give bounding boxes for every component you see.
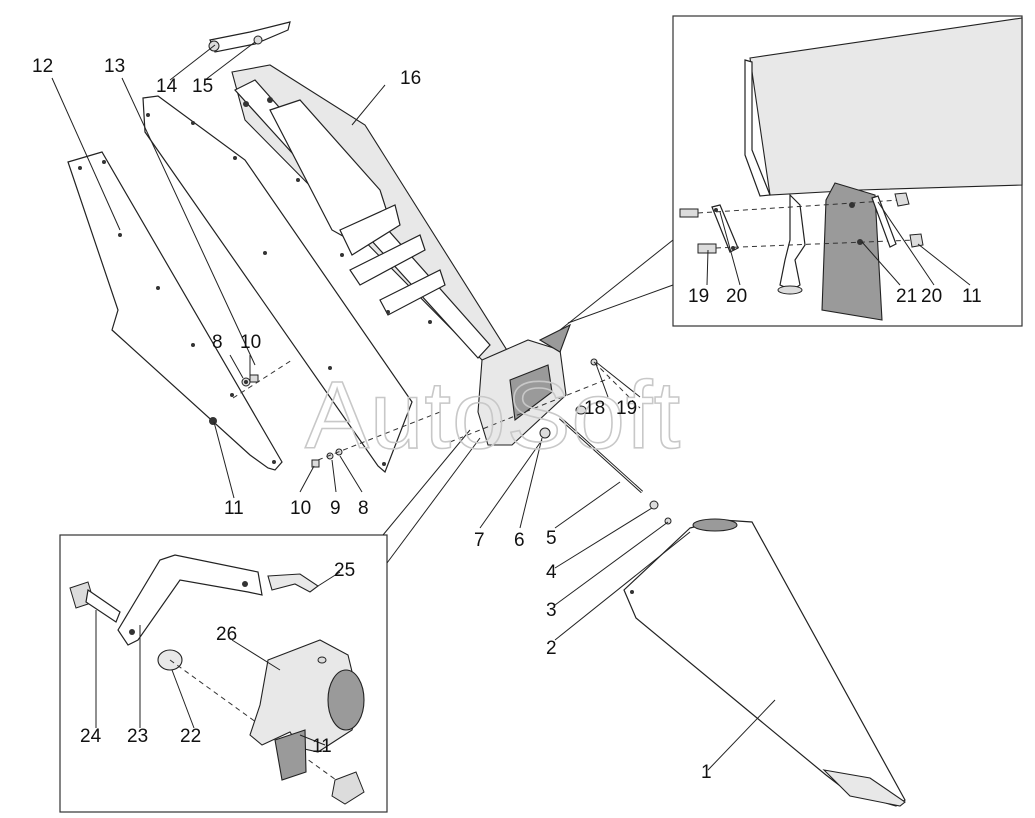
callout-leaders: [51, 41, 971, 771]
callout-10-upper: 10: [240, 332, 261, 353]
callout-15: 15: [192, 76, 213, 97]
side-plate-12: [67, 151, 283, 471]
inset-leader-bottom-2: [386, 437, 481, 564]
callout-19-inset: 19: [688, 286, 709, 307]
side-plate-13: [142, 95, 413, 474]
hardware-8-10-lower: [311, 411, 441, 468]
callout-10-lower: 10: [290, 498, 311, 519]
callout-26: 26: [216, 624, 237, 645]
callout-8-upper: 8: [212, 332, 223, 353]
callout-24: 24: [80, 726, 102, 747]
callout-4: 4: [546, 562, 557, 583]
frame-beam-16: [231, 64, 511, 369]
inset-leader-bottom-1: [382, 429, 471, 536]
callout-1: 1: [701, 762, 712, 783]
guard-1: [623, 518, 906, 807]
callout-9: 9: [330, 498, 341, 519]
callout-5: 5: [546, 528, 557, 549]
callout-23: 23: [127, 726, 148, 747]
detail-inset-bottom-left: [59, 534, 388, 813]
callout-8-lower: 8: [358, 498, 369, 519]
callout-11-inset-top: 11: [962, 286, 982, 307]
callout-16: 16: [400, 68, 421, 89]
callout-21: 21: [896, 286, 917, 307]
callout-labels: 1 2 3 4 5 6 7 8 8 9 10 10 11 11 11 12 13…: [32, 56, 982, 783]
hub-clamp-block: [477, 323, 571, 446]
callout-20-inset-left: 20: [726, 286, 747, 307]
callout-22: 22: [180, 726, 201, 747]
callout-20-inset-right: 20: [921, 286, 942, 307]
callout-12: 12: [32, 56, 53, 77]
inset-leader-top-1: [559, 239, 674, 331]
callout-25: 25: [334, 560, 355, 581]
callout-2: 2: [546, 638, 557, 659]
callout-6: 6: [514, 530, 525, 551]
callout-7: 7: [474, 530, 485, 551]
top-bracket-14-15: [208, 21, 291, 53]
callout-18: 18: [584, 398, 605, 419]
watermark-text: AutoSoft: [305, 362, 681, 469]
callout-11-main: 11: [224, 498, 244, 519]
callout-11-inset-bottom: 11: [312, 736, 332, 757]
assembly-centerline: [449, 377, 611, 443]
callout-14: 14: [156, 76, 178, 97]
callout-3: 3: [546, 600, 557, 621]
hardware-8-10-left: [209, 359, 293, 425]
shaft-5: [539, 358, 672, 525]
callout-19-main: 19: [616, 398, 637, 419]
guard-mount-detail: [679, 17, 1023, 321]
inset-leader-top-2: [567, 284, 674, 324]
pin-bracket-detail: [69, 554, 365, 805]
callout-13: 13: [104, 56, 125, 77]
